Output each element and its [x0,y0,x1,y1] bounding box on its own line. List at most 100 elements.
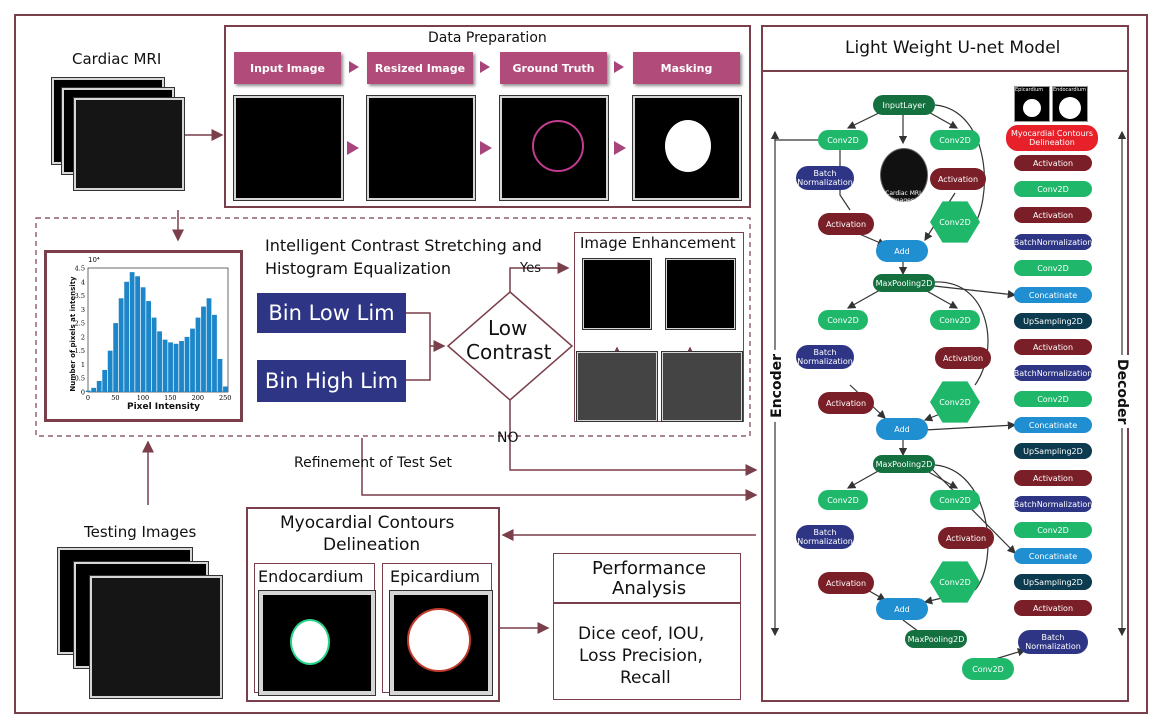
step-resized-image: Resized Image [367,52,473,84]
histogram-bar [102,369,108,392]
contours-panel [246,507,500,702]
ground-truth-thumb [500,96,608,200]
testing-slice-3 [90,576,222,698]
bin-high-lim-box: Bin High Lim [257,360,406,402]
contrast-title-line1: Intelligent Contrast Stretching and [265,236,542,255]
enc1-batchnorm: Batch Normalization [796,166,854,190]
histogram-y-tick: 0 [81,389,85,397]
outer-frame [14,14,1148,714]
histogram-bar [91,387,97,392]
unet-title: Light Weight U-net Model [845,38,1061,58]
performance-body [553,603,741,700]
metrics-line3: Recall [620,668,671,688]
histogram-y-tick: 4.5 [75,265,85,273]
decision-low: Low [488,316,528,340]
enc3-conv-a: Conv2D [818,490,868,510]
dec-activation-1: Activation [1014,155,1092,171]
epicardium-mask [407,608,471,672]
dec-activation-3: Activation [1014,339,1092,355]
histogram-y-tick: 4 [81,278,85,286]
yes-label: Yes [520,261,541,276]
enc1-activation-b: Activation [930,168,986,190]
histogram-x-tick: 200 [192,394,204,402]
metrics-line2: Loss Precision, [579,646,703,666]
histogram-x-label: Pixel Intensity [127,402,200,412]
dec-conv-3: Conv2D [1014,391,1092,407]
input-layer-node: InputLayer [873,95,935,115]
histogram-bar [195,317,201,392]
histogram-bar [151,317,157,392]
dec-batchnorm-bottom: Batch Normalization [1018,630,1088,654]
histogram-y-label: Number of pixels at intensity [69,276,77,392]
histogram-bar [146,301,151,392]
histogram-bar [107,350,113,392]
histogram-x-tick: 250 [219,394,231,402]
resized-image-thumb [367,96,475,200]
output-delineation-node: Myocardial Contours Delineation [1006,125,1098,151]
output-line1: Myocardial Contours [1010,129,1094,138]
decision-contrast: Contrast [466,340,552,364]
histogram-bar [113,323,119,392]
histogram-bar [124,281,130,392]
histogram-bar [135,276,141,392]
dec-conv-4: Conv2D [1014,522,1092,538]
epicardium-image [390,591,492,695]
enc1-maxpool: MaxPooling2D [873,274,935,292]
dec-batchnorm-2: BatchNormalization [1014,365,1092,381]
enc3-activation-b: Activation [938,527,994,549]
contrast-title-line2: Histogram Equalization [265,259,452,278]
histogram-y-tick: 2.5 [75,320,85,328]
cardiac-mri-images-label: Cardiac MRI Images [885,190,921,204]
dec-batchnorm-1: BatchNormalization [1014,234,1092,250]
contours-title-line2: Delineation [323,535,421,555]
enc1-conv-a: Conv2D [818,130,868,150]
epicardium-label: Epicardium [390,567,480,586]
histogram-frame [44,250,243,422]
encoder-label: Encoder [769,350,785,422]
output-line2: Delineation [1029,138,1075,147]
data-preparation-panel [224,25,751,208]
enc2-activation-b: Activation [935,347,991,369]
histogram-y-tick: 0.5 [75,375,85,383]
dec-concat-2: Concatinate [1014,417,1092,433]
ground-truth-contour [532,120,584,172]
refinement-label: Refinement of Test Set [294,455,453,471]
decoder-label: Decoder [1114,355,1130,429]
cardiac-mri-label: Cardiac MRI [72,50,162,68]
performance-title-line2: Analysis [612,578,687,599]
dec-activation-5: Activation [1014,600,1092,616]
enhance-output-1 [577,352,657,421]
enc3-activation-a: Activation [818,572,874,594]
contours-title-line1: Myocardial Contours [280,513,455,533]
histogram-y-tick: 3 [81,306,85,314]
bin-low-lim-box: Bin Low Lim [257,293,406,333]
histogram-bar [129,272,135,392]
dec-upsampling-2: UpSampling2D [1014,443,1092,459]
histogram-y-tick: 2 [81,333,85,341]
decoder-thumb-epi-blob [1023,99,1041,117]
histogram-y-exponent: 10⁴ [88,256,100,264]
histogram-bar [85,390,91,392]
histogram-bar [96,380,102,392]
decoder-thumb-endocardium [1052,86,1088,122]
enc2-batchnorm: Batch Normalization [796,345,854,369]
decoder-thumb-epicardium [1014,86,1050,122]
mask-blob [665,120,711,172]
bottleneck-conv: Conv2D [962,658,1014,680]
endocardium-label: Endocardium [258,567,364,586]
histogram-x-tick: 150 [164,394,176,402]
testing-images-label: Testing Images [84,523,197,541]
endocardium-mask [290,619,330,665]
histogram-bar [168,342,173,392]
histogram-bar [118,298,124,392]
histogram-bar [206,298,212,392]
decoder-thumb-endo-blob [1059,97,1081,119]
dec-conv-1: Conv2D [1014,181,1092,197]
enc1-activation-a: Activation [818,213,874,235]
dec-conv-2: Conv2D [1014,260,1092,276]
histogram-x-tick: 0 [86,394,90,402]
enc3-conv-b: Conv2D [930,490,980,510]
histogram-y-tick: 1 [81,361,85,369]
step-masking: Masking [633,52,740,84]
